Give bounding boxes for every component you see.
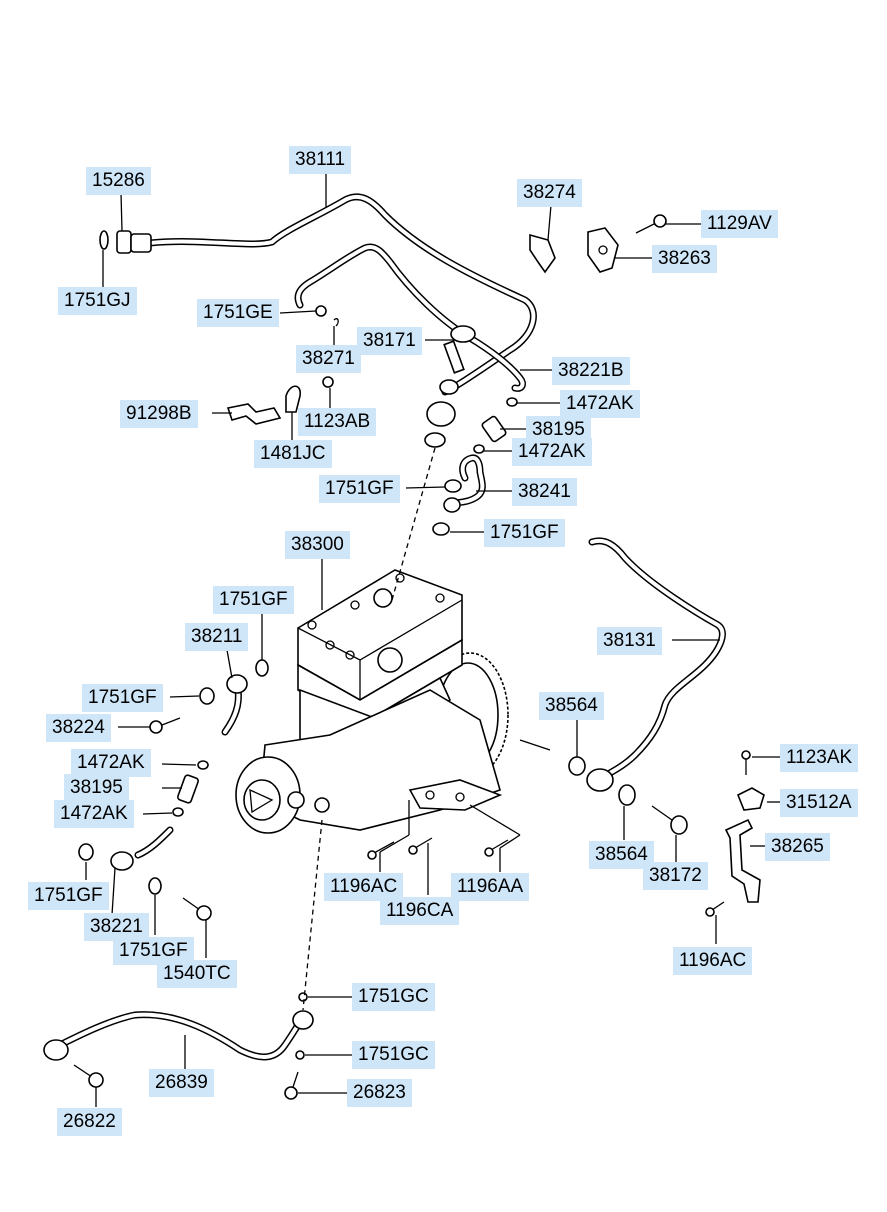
air-compressor-38300 <box>235 569 509 834</box>
label-38111: 38111 <box>289 146 352 174</box>
label-38263: 38263 <box>652 245 717 273</box>
label-38171: 38171 <box>357 327 422 355</box>
label-1751GF-3: 1751GF <box>213 586 294 614</box>
label-1751GE: 1751GE <box>197 299 279 327</box>
label-1129AV: 1129AV <box>701 210 778 238</box>
label-1472AK-3: 1472AK <box>71 749 151 777</box>
label-1123AB: 1123AB <box>298 408 377 436</box>
label-1196AA: 1196AA <box>451 873 530 901</box>
label-38131: 38131 <box>597 627 662 655</box>
label-1751GC-1: 1751GC <box>352 983 435 1011</box>
label-1196CA: 1196CA <box>380 897 460 925</box>
label-38172: 38172 <box>643 862 708 890</box>
pipe-38211 <box>221 674 248 736</box>
label-38224: 38224 <box>46 714 111 742</box>
pipe-26839 <box>43 1010 314 1061</box>
label-1751GC-2: 1751GC <box>352 1041 435 1069</box>
label-91298B: 91298B <box>120 400 198 428</box>
label-1751GF-2: 1751GF <box>484 519 565 547</box>
label-1751GF-4: 1751GF <box>82 684 163 712</box>
label-1472AK-1: 1472AK <box>560 390 640 418</box>
label-15286: 15286 <box>86 167 151 195</box>
label-1196AC-1: 1196AC <box>324 873 404 901</box>
label-1472AK-4: 1472AK <box>54 800 134 828</box>
label-1196AC-2: 1196AC <box>673 947 753 975</box>
label-38211: 38211 <box>185 623 249 651</box>
pipe-38221B <box>294 243 526 392</box>
label-38274: 38274 <box>517 179 582 207</box>
pipe-38111 <box>99 193 537 396</box>
label-26822: 26822 <box>57 1108 122 1136</box>
small-parts <box>73 214 765 1100</box>
pipe-38241 <box>443 454 486 513</box>
label-38265: 38265 <box>765 833 830 861</box>
pipe-38131 <box>586 537 726 792</box>
label-38564-1: 38564 <box>539 692 604 720</box>
label-1751GJ: 1751GJ <box>58 287 137 315</box>
label-1472AK-2: 1472AK <box>512 438 592 466</box>
leader-lines <box>85 172 780 1107</box>
label-38195-2: 38195 <box>64 774 129 802</box>
label-1751GF-5: 1751GF <box>28 882 109 910</box>
label-26823: 26823 <box>347 1079 412 1107</box>
label-31512A: 31512A <box>780 789 858 817</box>
label-1751GF-1: 1751GF <box>319 475 400 503</box>
label-38221B: 38221B <box>552 357 630 385</box>
label-38221: 38221 <box>84 913 149 941</box>
label-1540TC: 1540TC <box>157 960 237 988</box>
pipe-38221 <box>110 826 174 871</box>
label-38241: 38241 <box>512 478 577 506</box>
label-26839: 26839 <box>149 1069 214 1097</box>
label-38271: 38271 <box>296 345 361 373</box>
label-1481JC: 1481JC <box>254 440 332 468</box>
label-1123AK: 1123AK <box>780 744 859 772</box>
label-38300: 38300 <box>285 531 350 559</box>
